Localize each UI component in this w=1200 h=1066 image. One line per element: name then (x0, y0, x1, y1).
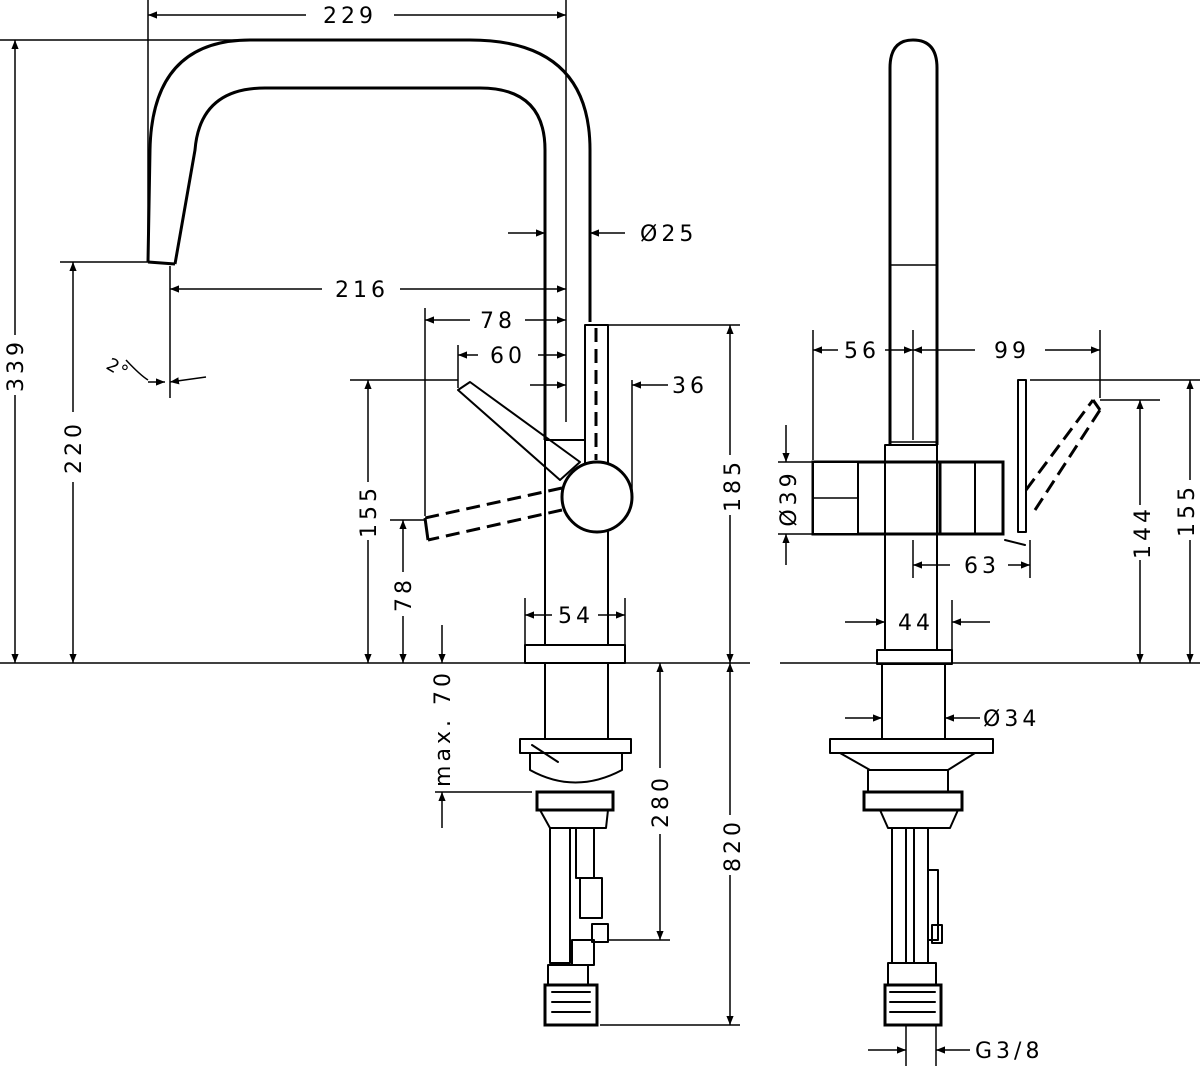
front-view: 229 Ø25 216 78 60 36 2° 339 220 155 78 m… (0, 0, 750, 1027)
dim-base-width-side: 44 (898, 611, 934, 636)
dim-lever-reach-60: 60 (490, 344, 526, 369)
dim-spout-angle: 2° (103, 354, 133, 383)
dim-base-width: 54 (558, 604, 594, 629)
dim-side-left: 56 (844, 339, 880, 364)
side-mounting-assembly (829, 663, 994, 1027)
dim-outlet-height: 220 (62, 420, 87, 474)
dimension-labels-side: 56 99 Ø39 63 44 Ø34 144 155 G3/8 (777, 339, 1200, 1064)
dim-lever-reach-78: 78 (480, 309, 516, 334)
dim-supply-length: 820 (721, 818, 746, 872)
dim-lever-height-155-side: 155 (1175, 483, 1200, 537)
side-dimension-lines (782, 346, 1194, 1054)
dim-total-width: 229 (323, 4, 377, 29)
dim-side-right: 99 (994, 339, 1030, 364)
side-view: 56 99 Ø39 63 44 Ø34 144 155 G3/8 (777, 38, 1200, 1066)
dim-body-height: 185 (721, 458, 746, 512)
dim-max-counter-thickness: max. 70 (431, 669, 456, 787)
dim-connection-thread: G3/8 (975, 1039, 1043, 1064)
dim-lever-height-155: 155 (357, 484, 382, 538)
dimension-lines (11, 11, 734, 1025)
spout (146, 38, 592, 440)
side-lever (1004, 379, 1102, 546)
side-body (811, 444, 1005, 665)
dim-handle-diameter: Ø39 (777, 469, 802, 526)
dim-hose-length: 280 (649, 774, 674, 828)
dim-total-height: 339 (4, 338, 29, 392)
dim-shank-diameter: Ø34 (983, 707, 1040, 732)
dim-spout-diameter: Ø25 (640, 222, 697, 247)
dim-lever-low-height: 78 (392, 576, 417, 612)
dimension-labels-front: 229 Ø25 216 78 60 36 2° 339 220 155 78 m… (4, 4, 746, 872)
mounting-assembly (519, 662, 632, 1027)
lever (423, 381, 634, 542)
dim-body-offset: 36 (672, 374, 708, 399)
dim-handle-reach: 63 (964, 554, 1000, 579)
dim-lever-height-144: 144 (1131, 505, 1156, 559)
dim-spout-reach: 216 (335, 278, 389, 303)
side-extension-lines (778, 330, 1200, 1066)
side-spout (888, 38, 939, 445)
